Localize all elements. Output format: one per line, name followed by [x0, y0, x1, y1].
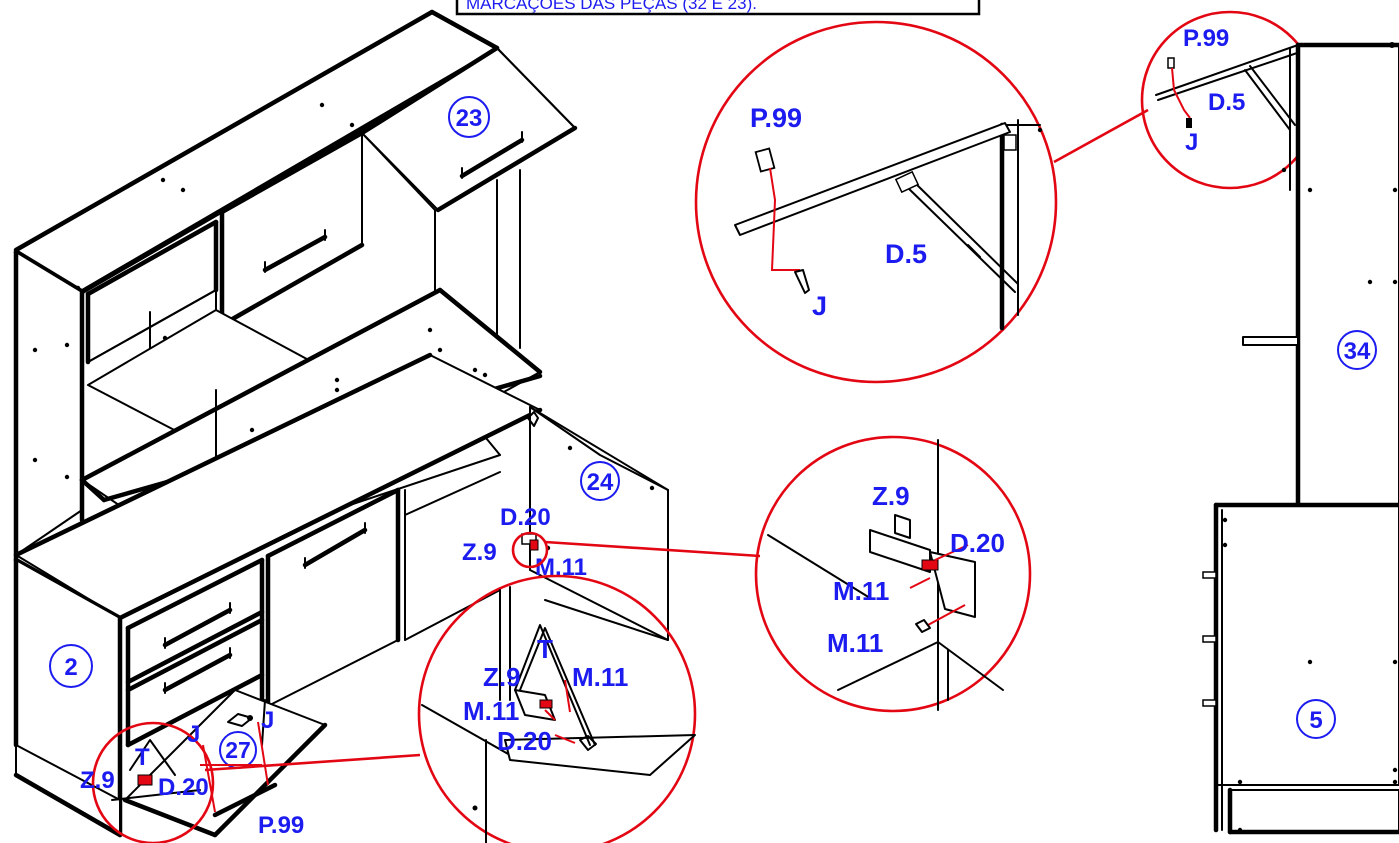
detail-circle-piston: P.99 D.5 J [694, 20, 1149, 384]
part-2-label: 2 [64, 654, 77, 681]
part-5-label: 5 [1309, 707, 1322, 734]
title-box: MARCAÇÕES DAS PEÇAS (32 E 23). [455, 0, 981, 16]
hinge-m11b-callout: M.11 [827, 628, 883, 658]
part-34-label: 34 [1344, 338, 1371, 365]
detail-circle-hinge: Z.9 D.20 M.11 M.11 [754, 435, 1032, 713]
top-d5-callout: D.5 [885, 239, 927, 269]
main-z9-callout: Z.9 [462, 539, 497, 566]
part-labels-main: 23 24 2 27 [49, 96, 620, 769]
bottom-d20-callout: D.20 [497, 726, 552, 756]
part-24-label: 24 [587, 469, 614, 496]
main-cabinet [13, 9, 669, 838]
left-jb-callout: J [261, 707, 274, 734]
small-p99-callout: P.99 [1183, 25, 1229, 52]
small-d5-callout: D.5 [1208, 89, 1245, 116]
top-p99-callout: P.99 [750, 103, 802, 133]
small-j-callout: J [1185, 129, 1198, 156]
left-t-callout: T [135, 744, 150, 771]
title-text: MARCAÇÕES DAS PEÇAS (32 E 23). [466, 0, 757, 13]
side-panels: 34 5 [1202, 42, 1399, 835]
left-ja-callout: J [187, 721, 200, 748]
bottom-m11b-callout: M.11 [463, 696, 519, 726]
main-d20-callout: D.20 [500, 504, 551, 531]
left-z9-callout: Z.9 [80, 767, 115, 794]
left-p99-callout: P.99 [258, 812, 304, 839]
detail-circle-small: P.99 D.5 J [1140, 10, 1320, 190]
bottom-z9-callout: Z.9 [483, 662, 521, 692]
top-j-callout: J [812, 291, 827, 321]
part-23-label: 23 [456, 105, 483, 132]
left-d20-callout: D.20 [158, 774, 209, 801]
part-27-label: 27 [225, 737, 251, 763]
hinge-m11a-callout: M.11 [833, 576, 889, 606]
detail-circle-left: T Z.9 D.20 J J P.99 [80, 707, 304, 843]
hinge-z9-callout: Z.9 [872, 481, 910, 511]
hinge-d20-callout: D.20 [950, 528, 1005, 558]
detail-circle-bottom: T Z.9 M.11 M.11 D.20 [204, 574, 697, 843]
bottom-m11a-callout: M.11 [572, 662, 628, 692]
bottom-t-callout: T [537, 634, 553, 664]
